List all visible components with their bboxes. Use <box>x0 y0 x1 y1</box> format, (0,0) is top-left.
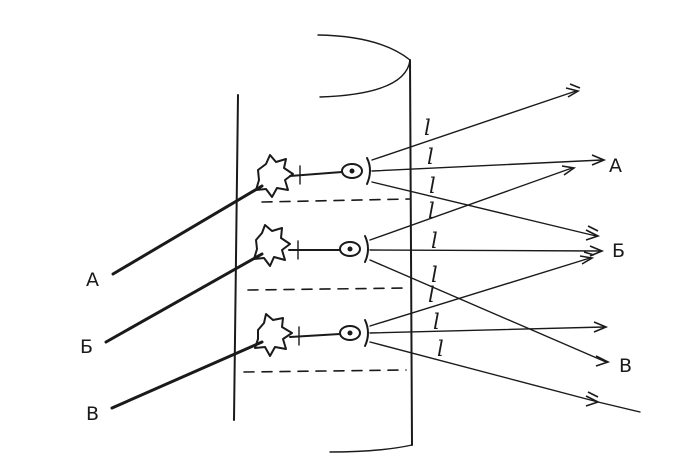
neuron-axon <box>289 171 343 177</box>
fiber-marker: l <box>428 283 435 307</box>
neuron-c <box>254 313 369 357</box>
fiber-markers: l l l l l l l l l <box>424 116 444 361</box>
fiber-marker: l <box>437 337 444 361</box>
neuron-body <box>255 154 294 198</box>
cylinder-bottom-arc <box>329 444 413 453</box>
cylinder <box>233 34 413 453</box>
neuron-axon <box>289 333 341 338</box>
arrowheads <box>561 83 611 407</box>
synapse-bracket <box>366 157 371 185</box>
cylinder-right-wall <box>409 59 413 446</box>
input-fibers <box>104 184 264 410</box>
bulb-dot <box>347 246 353 252</box>
input-label-b: Б <box>80 336 93 358</box>
input-fiber-a <box>111 184 264 276</box>
arrowhead <box>593 321 609 333</box>
output-fiber-c2 <box>369 326 605 334</box>
segment-divider-3 <box>243 369 407 373</box>
output-fiber-b2 <box>369 249 601 252</box>
input-fiber-b <box>104 252 264 344</box>
output-fiber-c1 <box>369 257 591 327</box>
bulb-dot <box>349 168 355 174</box>
output-label-a: А <box>609 155 622 177</box>
input-label-a: А <box>86 269 99 291</box>
synaptic-bulb <box>341 163 363 179</box>
fiber-marker: l <box>429 174 436 198</box>
arrowhead <box>585 225 601 241</box>
synapse-bracket <box>364 319 369 347</box>
arrowhead <box>561 165 577 176</box>
fiber-marker: l <box>433 310 440 334</box>
output-fiber-b1 <box>369 167 573 241</box>
arrowhead <box>591 154 607 166</box>
input-label-c: В <box>86 403 99 425</box>
synaptic-bulb <box>339 325 361 341</box>
fiber-marker: l <box>431 229 438 253</box>
output-fiber-a2 <box>371 159 603 172</box>
synapse-bracket <box>364 235 369 263</box>
bulb-dot <box>347 330 353 336</box>
output-labels: А Б В <box>609 155 632 377</box>
output-fiber-a3 <box>371 181 597 237</box>
output-fiber-c3 <box>369 341 641 413</box>
output-fiber-b3 <box>369 259 607 363</box>
arrowhead <box>585 391 601 407</box>
neuron-a <box>255 154 371 198</box>
segment-divider-2 <box>247 287 409 291</box>
neuron-body <box>253 224 291 267</box>
cylinder-top-arc <box>317 34 411 98</box>
arrowhead <box>579 251 595 265</box>
input-labels: А Б В <box>80 269 99 425</box>
neuron-body <box>254 313 293 357</box>
arrowhead <box>595 355 611 367</box>
arrowhead <box>565 83 581 98</box>
cylinder-left-line <box>233 94 239 421</box>
output-label-c: В <box>619 355 632 377</box>
neuron-b <box>253 224 369 267</box>
fiber-marker: l <box>428 199 435 223</box>
output-fiber-a1 <box>371 90 577 161</box>
fiber-marker: l <box>424 116 431 140</box>
input-fiber-c <box>110 340 264 410</box>
synaptic-bulb <box>339 241 361 257</box>
fiber-marker: l <box>427 145 434 169</box>
fiber-marker: l <box>431 263 438 287</box>
segment-divider-1 <box>261 198 411 203</box>
output-label-b: Б <box>612 240 625 262</box>
